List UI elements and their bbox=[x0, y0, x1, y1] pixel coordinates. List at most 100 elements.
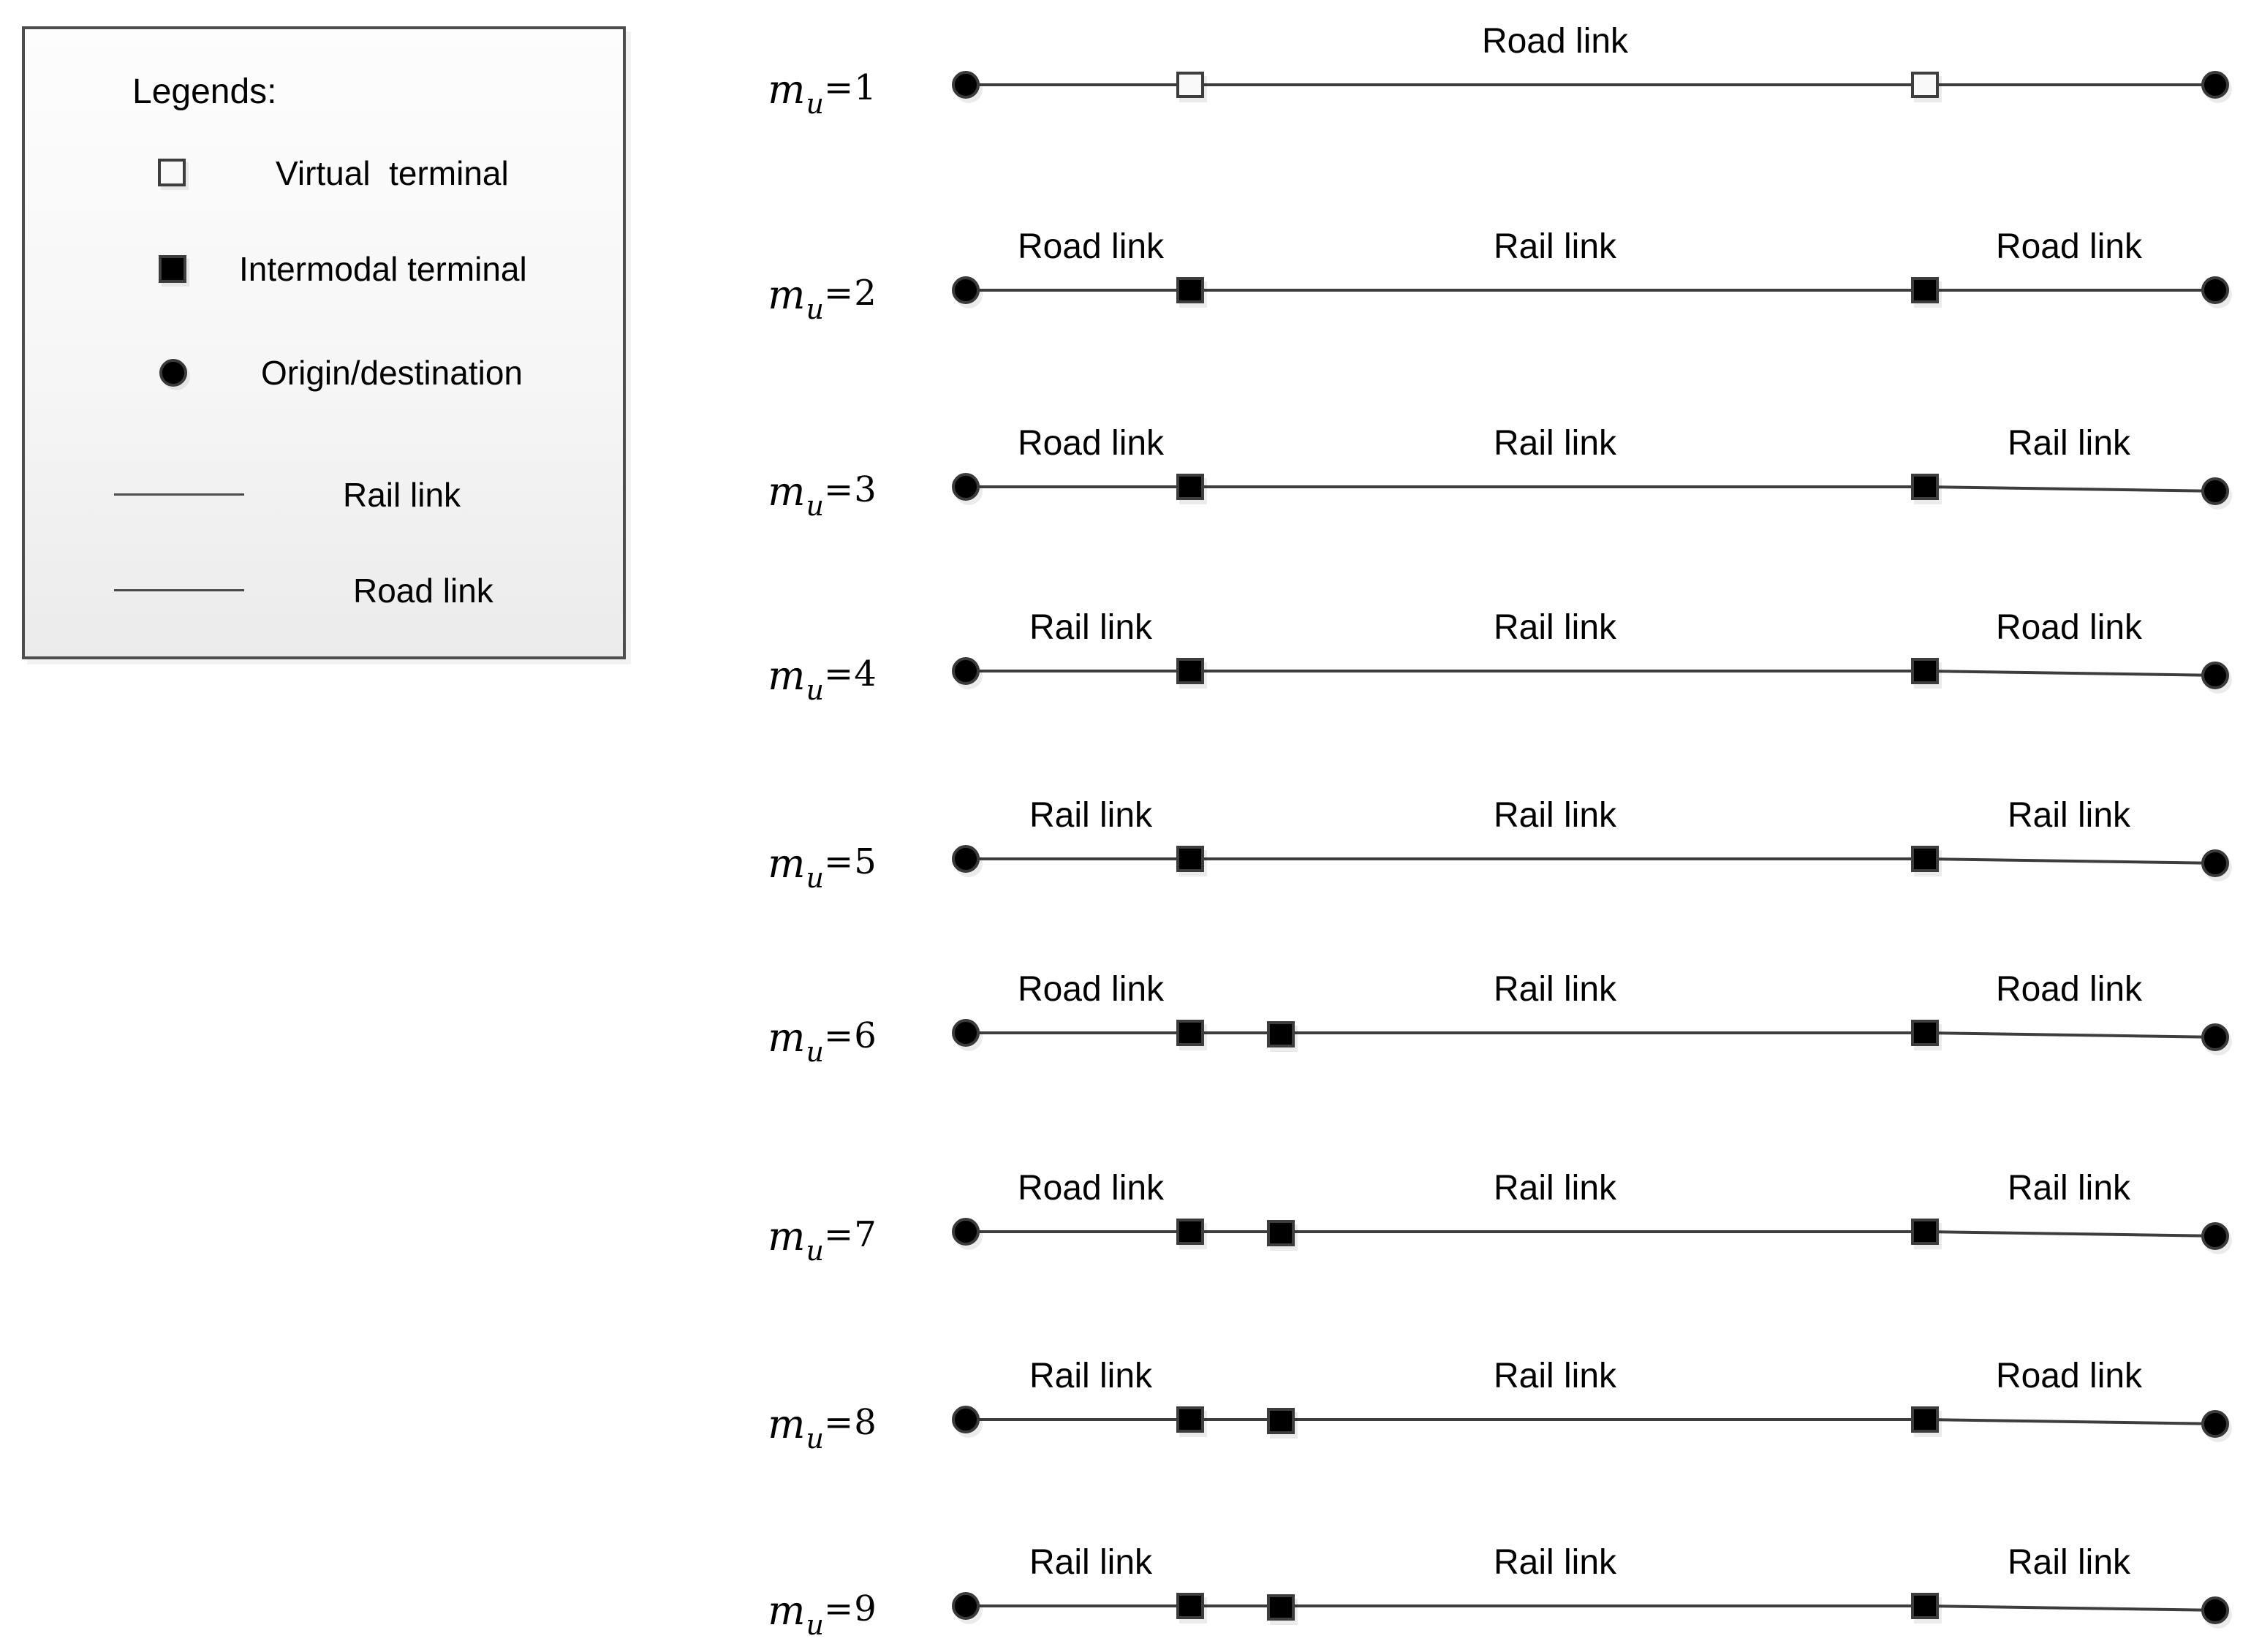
segment-label: Rail link bbox=[1493, 1357, 1617, 1395]
destination-node bbox=[2201, 1222, 2229, 1250]
route-line-last-segment bbox=[1925, 289, 2215, 292]
legend-item-origin-destination: Origin/destination bbox=[261, 354, 523, 392]
mode-label-value: =5 bbox=[823, 841, 877, 882]
intermodal-terminal-node bbox=[1267, 1594, 1295, 1621]
segment-label: Road link bbox=[1017, 227, 1165, 266]
intermodal-terminal-node bbox=[1911, 1020, 1939, 1046]
origin-node bbox=[952, 276, 980, 304]
route-line-last-segment bbox=[1924, 1604, 2215, 1612]
segment-label: Road link bbox=[1017, 1169, 1165, 1208]
intermodal-terminal-node bbox=[1176, 1219, 1204, 1245]
segment-label: Road link bbox=[1995, 608, 2143, 647]
route-line-last-segment bbox=[1924, 670, 2215, 677]
route-line bbox=[966, 485, 1925, 488]
route-line bbox=[966, 1604, 1925, 1607]
segment-label: Rail link bbox=[2007, 1543, 2131, 1582]
intermodal-terminal-node bbox=[1267, 1220, 1295, 1246]
mode-label: mu=5 bbox=[731, 840, 914, 894]
mode-label-subscript: u bbox=[806, 88, 824, 120]
destination-node bbox=[2201, 71, 2229, 99]
mode-label-value: =4 bbox=[823, 653, 877, 694]
virtual-terminal-icon bbox=[158, 159, 186, 186]
segment-label: Rail link bbox=[1029, 796, 1153, 835]
mode-label-value: =9 bbox=[823, 1588, 877, 1629]
intermodal-terminal-node bbox=[1911, 1219, 1939, 1245]
mode-label: mu=4 bbox=[731, 652, 914, 706]
mode-label-value: =7 bbox=[823, 1214, 877, 1255]
segment-label: Road link bbox=[1481, 22, 1629, 61]
route-line-last-segment bbox=[1925, 83, 2215, 86]
route-line bbox=[966, 1230, 1925, 1233]
intermodal-terminal-node bbox=[1176, 277, 1204, 303]
route-line bbox=[966, 289, 1925, 292]
mode-label: mu=3 bbox=[731, 468, 914, 522]
segment-label: Rail link bbox=[1493, 1169, 1617, 1208]
intermodal-terminal-node bbox=[1911, 1593, 1939, 1619]
segment-label: Rail link bbox=[1029, 1357, 1153, 1395]
segment-label: Rail link bbox=[1493, 796, 1617, 835]
intermodal-terminal-node bbox=[1911, 1406, 1939, 1433]
intermodal-terminal-node bbox=[1911, 277, 1939, 303]
mode-label-value: =1 bbox=[823, 67, 877, 108]
mode-label-var: m bbox=[768, 67, 806, 113]
origin-node bbox=[952, 845, 980, 873]
mode-label-subscript: u bbox=[806, 1235, 824, 1267]
mode-label-subscript: u bbox=[806, 674, 824, 706]
route-line-last-segment bbox=[1924, 1418, 2215, 1425]
segment-label: Road link bbox=[1017, 970, 1165, 1009]
segment-label: Rail link bbox=[2007, 796, 2131, 835]
mode-label-var: m bbox=[768, 1588, 806, 1634]
route-line-last-segment bbox=[1924, 485, 2215, 493]
mode-label-subscript: u bbox=[806, 1609, 824, 1641]
intermodal-terminal-icon bbox=[159, 255, 186, 283]
mode-label: mu=8 bbox=[731, 1401, 914, 1455]
intermodal-terminal-node bbox=[1267, 1408, 1295, 1434]
route-line bbox=[966, 83, 1925, 86]
rail-link-icon bbox=[114, 493, 244, 496]
virtual-terminal-node bbox=[1911, 72, 1939, 98]
mode-label-subscript: u bbox=[806, 862, 824, 894]
intermodal-terminal-node bbox=[1176, 1406, 1204, 1433]
segment-label: Rail link bbox=[1029, 1543, 1153, 1582]
mode-label-var: m bbox=[768, 1213, 806, 1259]
mode-label-var: m bbox=[768, 469, 806, 515]
segment-label: Road link bbox=[1995, 1357, 2143, 1395]
mode-label-value: =2 bbox=[823, 273, 877, 314]
mode-label-var: m bbox=[768, 272, 806, 318]
destination-node bbox=[2201, 477, 2229, 505]
mode-label-subscript: u bbox=[806, 1422, 824, 1455]
mode-label: mu=9 bbox=[731, 1587, 914, 1641]
segment-label: Road link bbox=[1017, 424, 1165, 463]
origin-node bbox=[952, 1406, 980, 1433]
intermodal-terminal-node bbox=[1176, 658, 1204, 684]
legend-item-virtual-terminal: Virtual terminal bbox=[276, 154, 509, 192]
mode-label-subscript: u bbox=[806, 293, 824, 325]
segment-label: Road link bbox=[1995, 970, 2143, 1009]
segment-label: Road link bbox=[1995, 227, 2143, 266]
segment-label: Rail link bbox=[1493, 970, 1617, 1009]
destination-node bbox=[2201, 1023, 2229, 1051]
mode-label-var: m bbox=[768, 1015, 806, 1061]
segment-label: Rail link bbox=[1493, 424, 1617, 463]
origin-node bbox=[952, 71, 980, 99]
mode-label-value: =6 bbox=[823, 1015, 877, 1056]
origin-node bbox=[952, 1592, 980, 1620]
mode-label-subscript: u bbox=[806, 1036, 824, 1068]
road-link-icon bbox=[114, 589, 244, 591]
intermodal-terminal-node bbox=[1176, 846, 1204, 872]
destination-node bbox=[2201, 1596, 2229, 1624]
origin-destination-icon bbox=[159, 359, 187, 387]
origin-node bbox=[952, 1019, 980, 1047]
mode-label: mu=1 bbox=[731, 66, 914, 120]
intermodal-terminal-node bbox=[1176, 474, 1204, 500]
route-line bbox=[966, 1031, 1925, 1034]
origin-node bbox=[952, 473, 980, 501]
route-line-last-segment bbox=[1924, 1230, 2215, 1238]
segment-label: Rail link bbox=[1493, 608, 1617, 647]
segment-label: Rail link bbox=[1493, 227, 1617, 266]
route-line bbox=[966, 670, 1925, 672]
mode-label: mu=6 bbox=[731, 1014, 914, 1068]
intermodal-terminal-node bbox=[1911, 474, 1939, 500]
route-line-last-segment bbox=[1924, 1031, 2215, 1039]
legend-item-road-link: Road link bbox=[353, 572, 493, 610]
